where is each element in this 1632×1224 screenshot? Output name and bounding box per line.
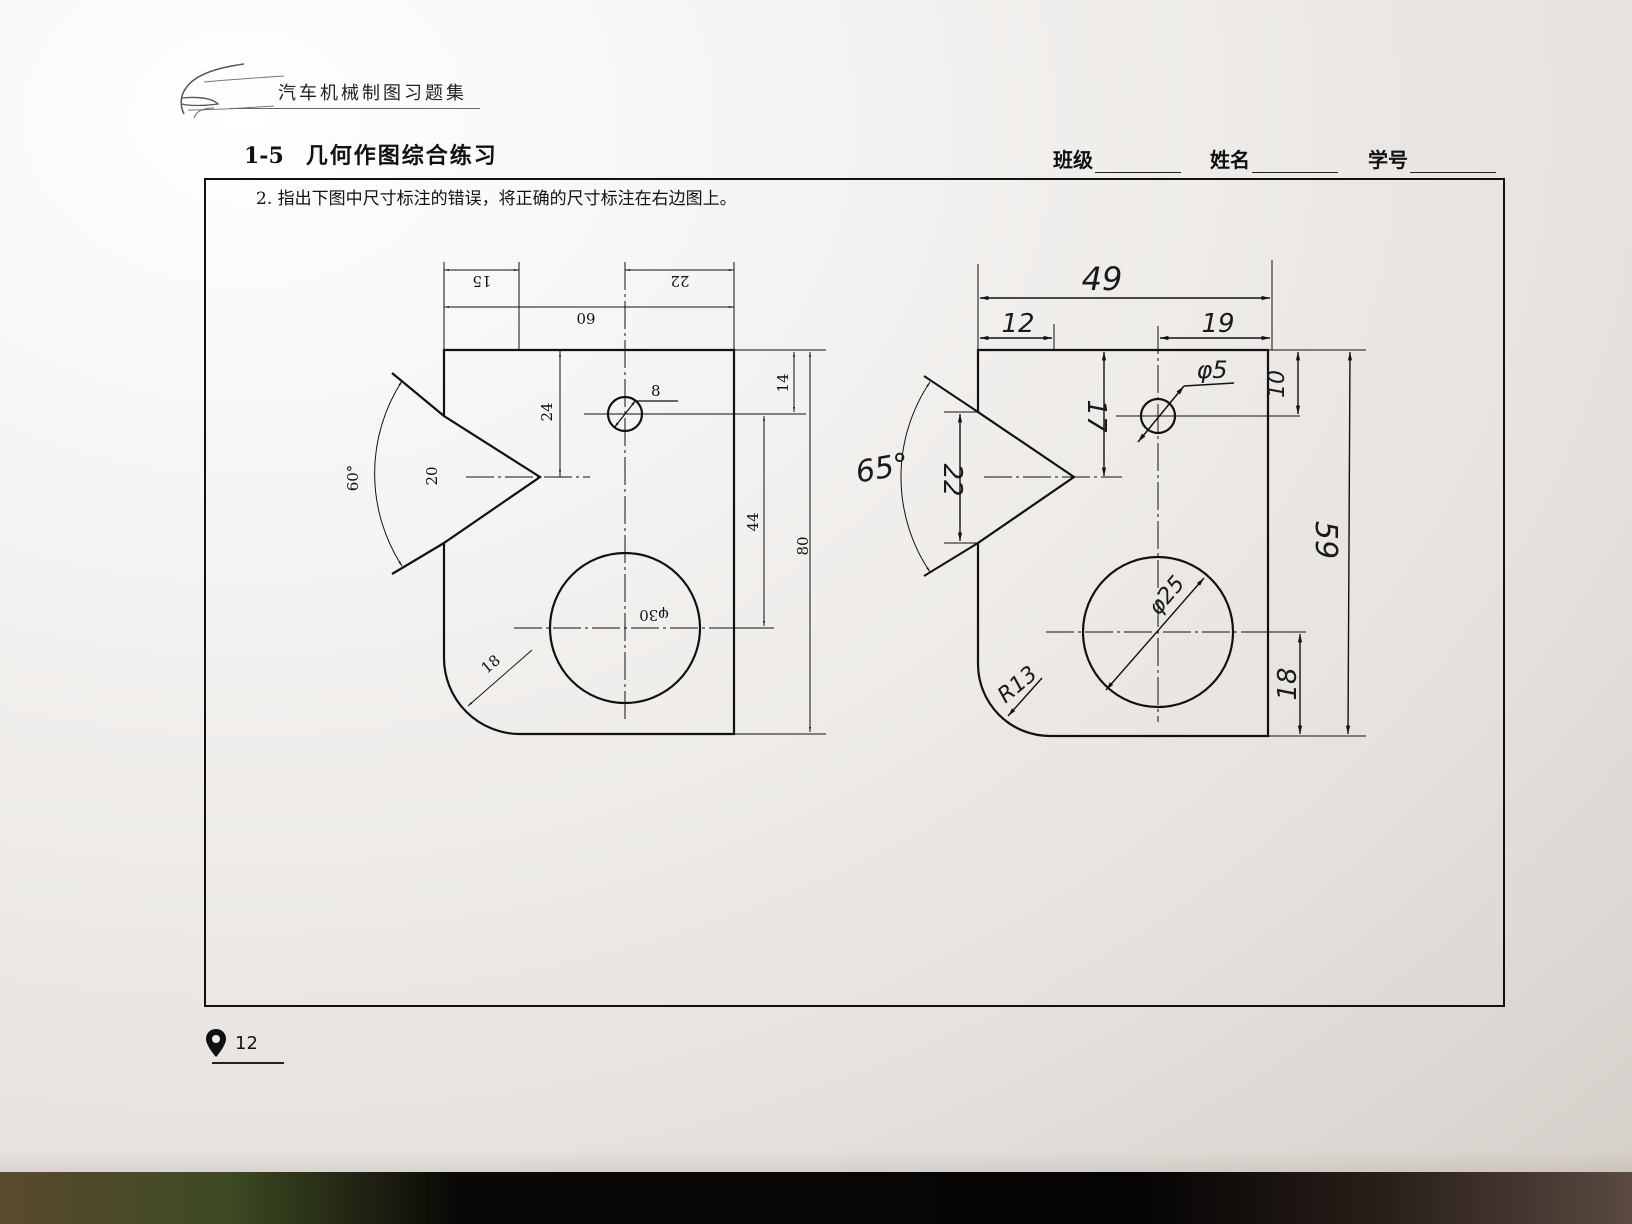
car-logo-icon — [180, 63, 285, 119]
dim-12: 12 — [1001, 309, 1034, 339]
class-blank[interactable] — [1095, 152, 1181, 173]
exercise-instruction: 2. 指出下图中尺寸标注的错误，将正确的尺寸标注在右边图上。 — [256, 189, 737, 209]
dim-phi5: φ5 — [1196, 356, 1227, 384]
book-title: 汽车机械制图习题集 — [278, 83, 467, 104]
header-rule — [230, 108, 480, 109]
background-desk — [0, 1172, 1632, 1224]
dim-60: 60 — [576, 309, 595, 327]
left-drawing — [374, 262, 826, 736]
dim-22: 22 — [937, 463, 967, 496]
dim-20: 20 — [423, 466, 441, 485]
dim-18: 18 — [1273, 667, 1303, 700]
dim-24: 24 — [538, 402, 556, 421]
section-number: 1-5 — [244, 143, 284, 169]
student-id-field[interactable]: 学号 — [1368, 144, 1496, 173]
dim-15: 15 — [472, 272, 491, 290]
dim-17: 17 — [1081, 399, 1111, 433]
dim-8: 8 — [651, 382, 661, 400]
dim-80: 80 — [794, 536, 812, 555]
class-label: 班级 — [1053, 148, 1093, 172]
student-id-blank[interactable] — [1410, 152, 1496, 173]
class-field[interactable]: 班级 — [1053, 144, 1181, 173]
section-title: 1-5 几何作图综合练习 — [244, 138, 498, 170]
location-pin-icon — [206, 1029, 226, 1057]
worksheet-paper — [0, 0, 1632, 1175]
dim-22: 22 — [670, 272, 689, 290]
section-name: 几何作图综合练习 — [305, 144, 498, 169]
name-label: 姓名 — [1210, 148, 1250, 172]
dim-49: 49 — [1082, 260, 1123, 298]
right-drawing — [900, 260, 1366, 738]
dim-14: 14 — [774, 373, 792, 392]
dim-r18: 18 — [478, 651, 504, 677]
left-drawing-labels: 15 22 60 8 24 20 60° 14 44 80 φ30 18 — [344, 272, 812, 677]
right-drawing-labels: 49 12 19 φ5 17 22 65° 10 18 59 φ25 R13 — [853, 260, 1343, 709]
name-field[interactable]: 姓名 — [1210, 144, 1338, 173]
page-number-rule — [212, 1062, 284, 1064]
dim-59: 59 — [1308, 521, 1343, 559]
page-number: 12 — [235, 1032, 258, 1054]
dim-19: 19 — [1201, 309, 1234, 339]
dim-phi25: φ25 — [1144, 572, 1190, 621]
dim-10: 10 — [1265, 370, 1290, 398]
dim-r13: R13 — [993, 662, 1042, 709]
page-footer: 12 — [205, 1028, 258, 1058]
name-blank[interactable] — [1252, 152, 1338, 173]
dim-65-degree: 65° — [853, 447, 911, 491]
student-id-label: 学号 — [1368, 148, 1408, 172]
dim-phi30: φ30 — [639, 606, 669, 624]
dim-60-degree: 60° — [344, 465, 362, 492]
exercise-frame — [204, 178, 1505, 1007]
dim-44: 44 — [744, 512, 762, 531]
